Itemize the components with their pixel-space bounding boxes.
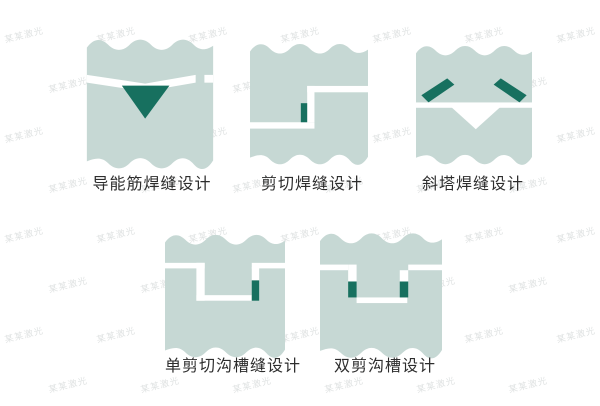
- weld-mark-left-bar: [348, 281, 357, 298]
- label-double-shear-groove: 双剪沟槽设计: [333, 358, 436, 375]
- diagram-double-shear-groove: [320, 221, 442, 372]
- watermark-text: 某某激光: [371, 125, 413, 145]
- watermark-text: 某某激光: [95, 325, 137, 345]
- watermark-text: 某某激光: [3, 225, 45, 245]
- watermark-text: 某某激光: [463, 325, 505, 345]
- joint-gap-right: [251, 262, 285, 269]
- watermark-text: 某某激光: [279, 225, 321, 245]
- gap-above-right-weld: [399, 270, 409, 282]
- label-energy-director-weld: 导能筋焊缝设计: [92, 176, 212, 193]
- joint-gap-upper: [307, 85, 368, 93]
- joint-gap-left: [165, 262, 205, 269]
- weld-mark-right-bar: [399, 281, 409, 298]
- watermark-text: 某某激光: [371, 25, 413, 45]
- diagram-scarf-weld: [416, 40, 532, 172]
- watermark-text: 某某激光: [47, 375, 89, 395]
- shear-weld-drawing: [250, 43, 368, 165]
- watermark-text: 某某激光: [463, 225, 505, 245]
- watermark-text: 某某激光: [555, 325, 597, 345]
- scarf-weld-drawing: [416, 45, 532, 165]
- watermark-text: 某某激光: [95, 225, 137, 245]
- weld-mark-bar: [251, 280, 260, 301]
- diagram-shear-weld: [250, 37, 368, 173]
- groove-left-wall-gap: [196, 262, 205, 301]
- joint-gap-right: [408, 264, 442, 271]
- joint-gap-right: [204, 74, 214, 83]
- watermark-text: 某某激光: [555, 125, 597, 145]
- gap-above-left-weld: [348, 264, 357, 282]
- label-single-shear-groove: 单剪切沟槽缝设计: [164, 358, 301, 375]
- gap-above-weld: [251, 267, 260, 281]
- weld-mark-left-bevel: [421, 78, 455, 103]
- joint-gap-lower: [250, 122, 315, 129]
- joint-gap: [86, 74, 196, 92]
- diagram-single-shear-groove: [165, 222, 285, 372]
- double-shear-groove-drawing: [320, 233, 442, 359]
- watermark-text: 某某激光: [507, 375, 549, 395]
- diagram-energy-director-weld: [85, 37, 215, 173]
- watermark-text: 某某激光: [555, 225, 597, 245]
- watermark-text: 某某激光: [555, 25, 597, 45]
- material-block: [320, 233, 442, 359]
- groove-bottom-gap: [196, 295, 252, 301]
- watermark-text: 某某激光: [47, 275, 89, 295]
- joint-gap-v-notch: [448, 104, 504, 130]
- label-scarf-weld: 斜塔焊缝设计: [421, 176, 524, 193]
- groove-bottom-gap: [356, 297, 408, 304]
- single-shear-groove-drawing: [165, 234, 285, 358]
- watermark-text: 某某激光: [3, 125, 45, 145]
- watermark-text: 某某激光: [3, 325, 45, 345]
- watermark-text: 某某激光: [3, 25, 45, 45]
- label-shear-weld: 剪切焊缝设计: [260, 176, 363, 193]
- weld-mark-triangle: [121, 85, 170, 119]
- energy-director-weld-drawing: [86, 39, 214, 170]
- watermark-text: 某某激光: [279, 325, 321, 345]
- weld-mark-right-bevel: [493, 78, 527, 103]
- joint-gap-left: [320, 264, 349, 271]
- watermark-text: 某某激光: [47, 75, 89, 95]
- joint-gap-vertical: [307, 85, 315, 123]
- watermark-text: 某某激光: [507, 275, 549, 295]
- weld-mark-bar: [300, 103, 308, 123]
